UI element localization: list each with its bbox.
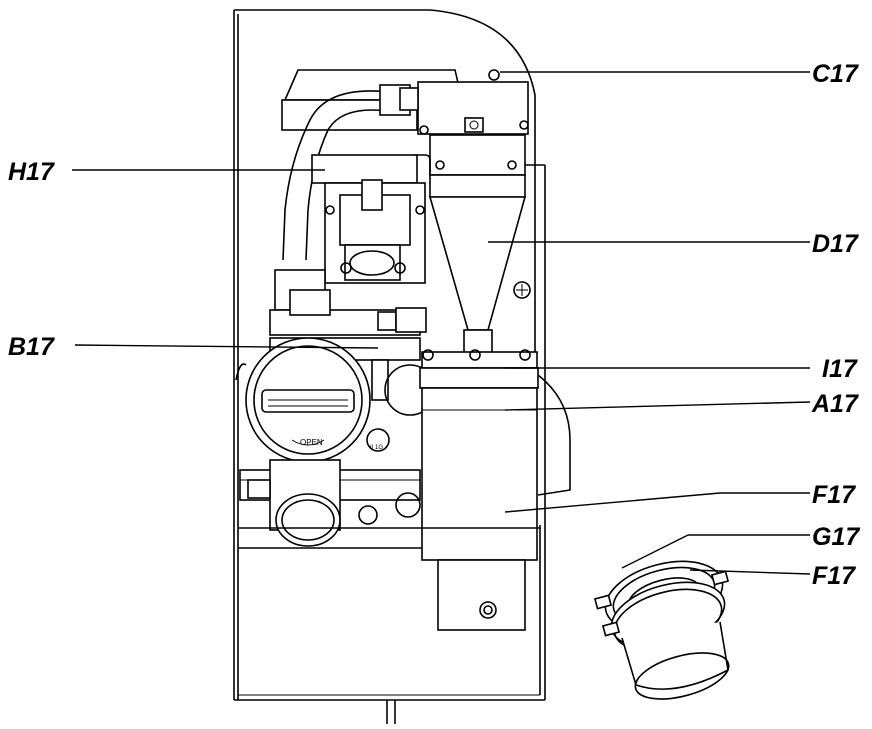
back-panel <box>233 9 546 724</box>
label-g17: G17 <box>812 523 860 551</box>
label-f17-detail: F17 <box>812 562 856 590</box>
leader-lines <box>72 71 811 575</box>
label-b17: B17 <box>8 333 55 361</box>
leader-f17-main <box>504 492 721 513</box>
leader-g17 <box>621 534 689 569</box>
valve-h17 <box>269 154 426 336</box>
leader-a17 <box>504 401 811 411</box>
leader-f17-detail <box>689 569 811 575</box>
label-a17: A17 <box>811 390 859 418</box>
bottom-bracket <box>437 559 526 631</box>
label-f17-main: F17 <box>812 481 856 509</box>
label-i17: I17 <box>822 355 858 383</box>
cert-text: II 1G <box>370 445 383 451</box>
open-text: OPEN <box>300 438 323 447</box>
hose <box>282 84 419 261</box>
label-c17: C17 <box>812 60 859 88</box>
label-d17: D17 <box>812 230 859 258</box>
leader-b17 <box>74 344 379 349</box>
detail-cup <box>593 560 730 700</box>
lower-pipework <box>238 459 540 549</box>
labels: C17 H17 D17 B17 I17 A17 F17 G17 F17 <box>8 60 860 590</box>
label-h17: H17 <box>8 158 55 186</box>
